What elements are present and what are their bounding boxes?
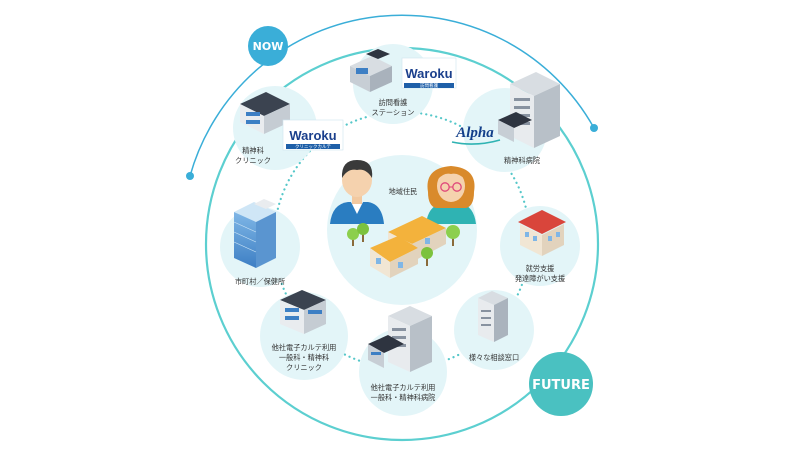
employment-label-2: 発達障がい支援 <box>515 274 565 283</box>
waroku-logo-sub: 訪問看護 <box>420 82 438 89</box>
employment-label-1: 就労支援 <box>526 264 555 273</box>
psych-clinic-label-1: 精神科 <box>242 146 264 155</box>
municipality-label: 市町村／保健所 <box>235 277 285 286</box>
home-nursing-building-icon <box>350 49 392 92</box>
psych-clinic-label-2: クリニック <box>235 156 271 165</box>
other-hospital-label-2: 一般科・精神科病院 <box>371 393 436 402</box>
resident-woman-icon <box>426 166 476 224</box>
future-tag: FUTURE <box>529 352 593 416</box>
residents-label: 地域住民 <box>389 187 418 196</box>
home-nursing-label-1: 訪問看護 <box>379 98 408 107</box>
waroku-logo-text: Waroku <box>289 128 336 143</box>
houses-icon <box>370 216 446 278</box>
other-clinic-label-3: クリニック <box>286 363 322 372</box>
psych-hospital-building-icon <box>498 72 560 148</box>
now-arc <box>189 14 595 177</box>
psych-hospital-label: 精神科病院 <box>504 156 540 165</box>
other-clinic-building-icon <box>280 290 326 334</box>
consult-building-icon <box>478 291 508 342</box>
waroku-logo-sub: クリニックカルテ <box>295 144 331 150</box>
alpha-logo: Alpha <box>451 125 501 145</box>
consult-label: 様々な相談窓口 <box>469 353 519 362</box>
municipality-building-icon <box>233 199 276 268</box>
now-tag-label: NOW <box>253 40 284 53</box>
other-clinic-label-1: 他社電子カルテ利用 <box>272 343 337 352</box>
home-nursing-label-2: ステーション <box>372 108 415 117</box>
future-tag-label: FUTURE <box>532 378 590 393</box>
other-hospital-label-1: 他社電子カルテ利用 <box>371 383 436 392</box>
psych-clinic-building-icon <box>240 92 290 134</box>
now-tag: NOW <box>248 26 288 66</box>
alpha-logo-text: Alpha <box>455 125 494 141</box>
waroku-logo-text: Waroku <box>405 66 452 81</box>
employment-building-icon <box>518 210 566 256</box>
other-hospital-building-icon <box>368 306 432 372</box>
other-clinic-label-2: 一般科・精神科 <box>279 353 329 362</box>
waroku-clinic-logo: Waroku クリニックカルテ <box>282 119 344 151</box>
now-arc-end-dot <box>590 124 598 132</box>
waroku-home-nursing-logo: Waroku 訪問看護 <box>401 57 457 89</box>
tree-icon <box>347 223 460 266</box>
resident-man-icon <box>330 160 384 224</box>
now-arc-start-dot <box>186 172 194 180</box>
